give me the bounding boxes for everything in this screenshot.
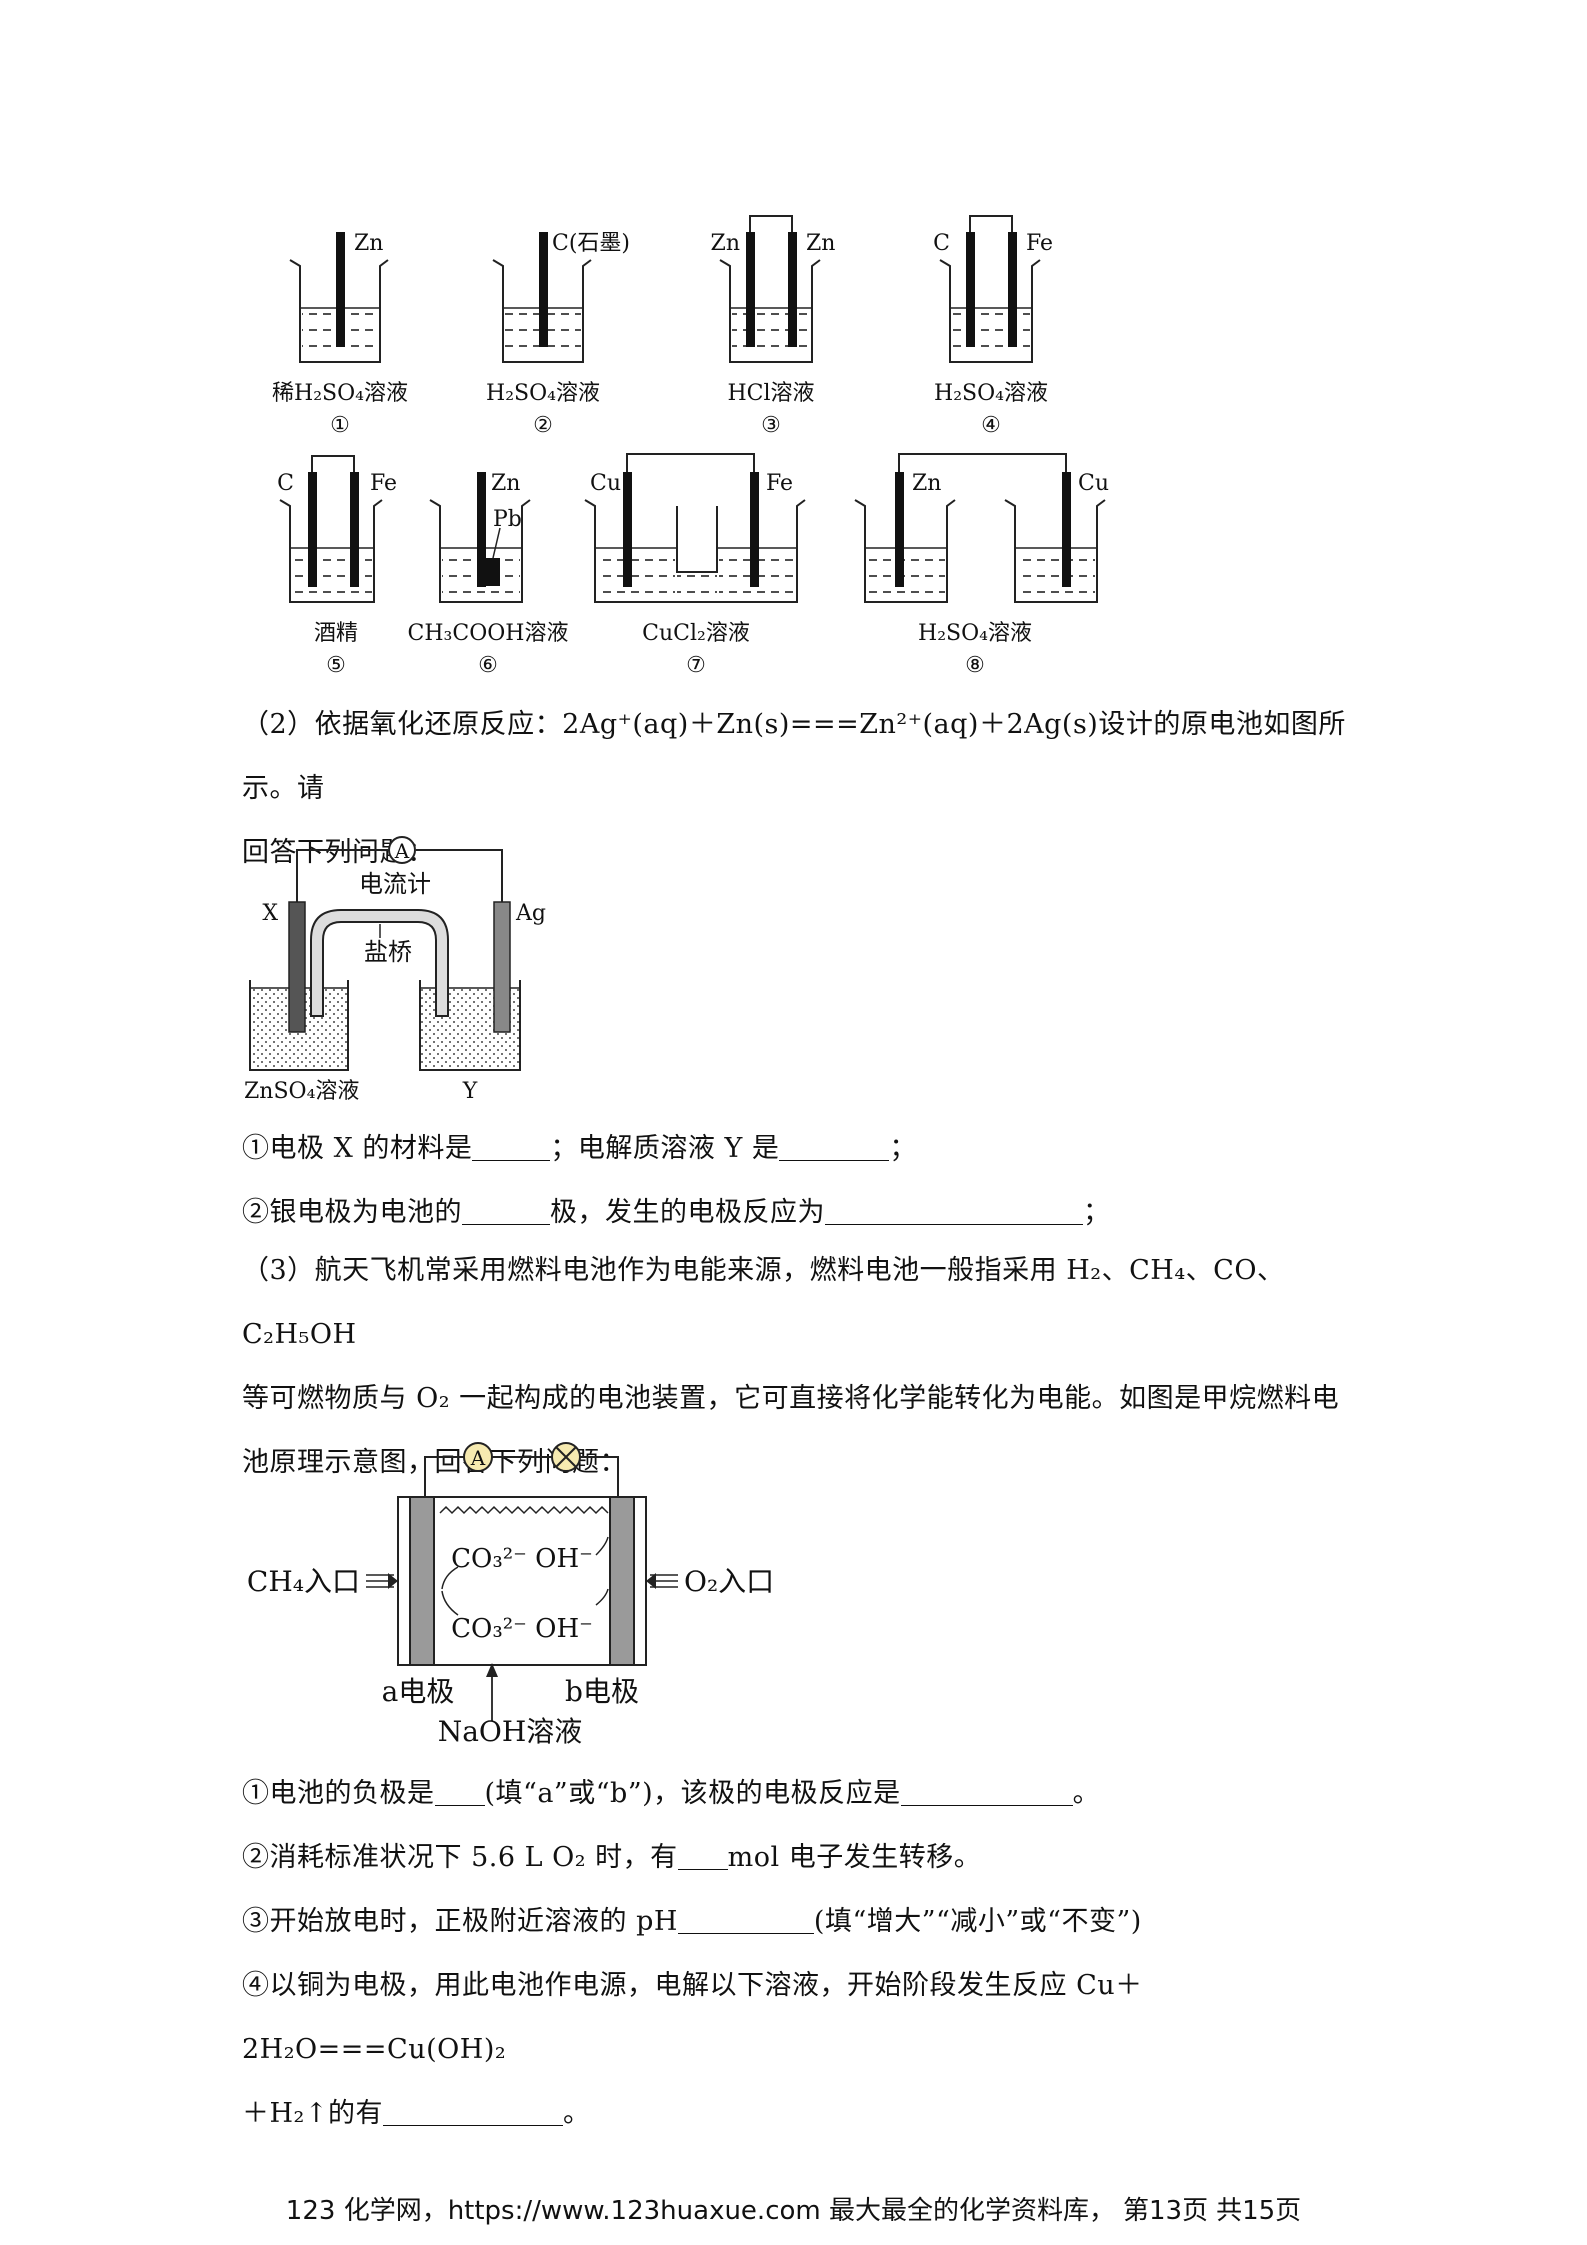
q3-line2: 等可燃物质与 O₂ 一起构成的电池装置，它可直接将化学能转化为电能。如图是甲烷燃… [242, 1383, 1340, 1414]
beaker-3-electrode-left: Zn [711, 231, 740, 256]
beaker-7-solution: CuCl₂溶液 [642, 621, 750, 646]
beaker-4-electrode-right: Fe [1026, 231, 1053, 256]
ch4-inlet-label: CH₄入口 [247, 1565, 360, 1598]
figure-beakers-row2: C Fe 酒精 ⑤ Zn Pb CH₃COOH溶液 ⑥ [277, 453, 1109, 678]
beaker-4-solution: H₂SO₄溶液 [934, 381, 1048, 406]
answer-blank[interactable] [383, 2099, 563, 2126]
ammeter-icon [388, 836, 416, 864]
q2-item-2: ②银电极为电池的极，发生的电极反应为； [242, 1197, 1111, 1228]
beaker-6-electrode-pb: Pb [493, 507, 522, 532]
right-solution-label: Y [462, 1079, 478, 1100]
answer-blank[interactable] [677, 1907, 814, 1934]
answer-blank[interactable] [472, 1134, 551, 1161]
ammeter-symbol: A [394, 839, 410, 863]
beaker-8: Zn Cu H₂SO₄溶液 ⑧ [854, 453, 1109, 678]
beaker-3-solution: HCl溶液 [727, 381, 814, 406]
q3-items: ①电池的负极是(填“a”或“b”)，该极的电极反应是。 ②消耗标准状况下 5.6… [242, 1762, 1362, 2146]
figure-beakers-row1: Zn 稀H₂SO₄溶液 ① C(石墨) H₂SO₄溶液 ② Zn Zn HCl溶… [272, 215, 1053, 438]
answer-blank[interactable] [434, 1779, 485, 1806]
beaker-3-number: ③ [761, 413, 781, 438]
electrode-a-label: a电极 [382, 1675, 455, 1708]
q2-item-1: ①电极 X 的材料是；电解质溶液 Y 是； [242, 1133, 917, 1164]
beaker-7: Cu Fe CuCl₂溶液 ⑦ [584, 453, 806, 678]
q3-item-4b: ＋H₂↑的有。 [242, 2098, 591, 2129]
footer-total-pages: 共15页 [1216, 2196, 1302, 2226]
beaker-4-number: ④ [981, 413, 1001, 438]
figure-galvanic-cell: A 电流计 盐桥 X Ag ZnSO₄溶液 Y [244, 836, 546, 1100]
beaker-7-number: ⑦ [686, 653, 706, 678]
answer-blank[interactable] [677, 1843, 728, 1870]
answer-blank[interactable] [900, 1779, 1073, 1806]
naoh-label: NaOH溶液 [438, 1715, 583, 1745]
beaker-5-solution: 酒精 [314, 621, 358, 646]
fuel-ammeter-symbol: A [470, 1446, 486, 1470]
electrode-b-label: b电极 [565, 1675, 639, 1708]
beaker-8-electrode-right: Cu [1078, 471, 1109, 496]
footer-page-number: 第13页 [1123, 2196, 1209, 2226]
ions-top: CO₃²⁻ OH⁻ [451, 1544, 593, 1574]
beaker-1-number: ① [330, 413, 350, 438]
beaker-6: Zn Pb CH₃COOH溶液 ⑥ [408, 471, 569, 678]
q3-item-1: ①电池的负极是(填“a”或“b”)，该极的电极反应是。 [242, 1778, 1101, 1809]
beaker-3: Zn Zn HCl溶液 ③ [711, 215, 835, 438]
beaker-2: C(石墨) H₂SO₄溶液 ② [486, 231, 630, 438]
answer-blank[interactable] [779, 1134, 890, 1161]
ammeter-icon [463, 1442, 493, 1472]
beaker-7-electrode-left: Cu [590, 471, 621, 496]
q2-items: ①电极 X 的材料是；电解质溶液 Y 是； ②银电极为电池的极，发生的电极反应为… [242, 1117, 1362, 1245]
beaker-3-electrode-right: Zn [806, 231, 835, 256]
beaker-5-number: ⑤ [326, 653, 346, 678]
q3-line1: （3）航天飞机常采用燃料电池作为电能来源，燃料电池一般指采用 H₂、CH₄、CO… [242, 1255, 1285, 1350]
answer-blank[interactable] [825, 1198, 1083, 1225]
beaker-1: Zn 稀H₂SO₄溶液 ① [272, 231, 408, 438]
beaker-4-electrode-left: C [933, 231, 950, 256]
q3-item-3: ③开始放电时，正极附近溶液的 pH(填“增大”“减小”或“不变”) [242, 1906, 1142, 1937]
beaker-1-electrode: Zn [354, 231, 383, 256]
beaker-1-solution: 稀H₂SO₄溶液 [272, 381, 408, 406]
electrode-ag-label: Ag [515, 901, 546, 926]
salt-bridge-label: 盐桥 [364, 938, 412, 966]
o2-inlet-label: O₂入口 [684, 1565, 774, 1598]
page-footer: 123 化学网，https://www.123huaxue.com 最大最全的化… [0, 2190, 1587, 2227]
figure-fuel-cell: A CH₄入口 O₂入口 CO₃²⁻ OH⁻ CO₃²⁻ OH⁻ a电极 b电极… [247, 1442, 774, 1745]
q2-intro: （2）依据氧化还原反应：2Ag⁺(aq)＋Zn(s)===Zn²⁺(aq)＋2A… [242, 693, 1362, 885]
beaker-6-number: ⑥ [478, 653, 498, 678]
beaker-6-electrode-top: Zn [491, 471, 520, 496]
beaker-6-solution: CH₃COOH溶液 [408, 621, 569, 646]
electrode-x-label: X [262, 901, 278, 926]
beaker-5-electrode-left: C [277, 471, 294, 496]
answer-blank[interactable] [462, 1198, 550, 1225]
beaker-7-electrode-right: Fe [766, 471, 793, 496]
q3-item-4a: ④以铜为电极，用此电池作电源，电解以下溶液，开始阶段发生反应 Cu＋2H₂O==… [242, 1970, 1143, 2065]
beaker-5-electrode-right: Fe [370, 471, 397, 496]
q2-line1: （2）依据氧化还原反应：2Ag⁺(aq)＋Zn(s)===Zn²⁺(aq)＋2A… [242, 709, 1346, 804]
left-solution-label: ZnSO₄溶液 [244, 1079, 359, 1100]
beaker-2-electrode: C(石墨) [552, 231, 630, 256]
beaker-2-solution: H₂SO₄溶液 [486, 381, 600, 406]
beaker-2-number: ② [533, 413, 553, 438]
beaker-4: C Fe H₂SO₄溶液 ④ [933, 215, 1053, 438]
beaker-8-electrode-left: Zn [912, 471, 941, 496]
ions-bottom: CO₃²⁻ OH⁻ [451, 1614, 593, 1644]
footer-site: 123 化学网，https://www.123huaxue.com 最大最全的化… [285, 2196, 1115, 2226]
ammeter-label: 电流计 [359, 870, 431, 898]
beaker-8-number: ⑧ [965, 653, 985, 678]
beaker-5: C Fe 酒精 ⑤ [277, 455, 397, 678]
beaker-8-solution: H₂SO₄溶液 [918, 621, 1032, 646]
